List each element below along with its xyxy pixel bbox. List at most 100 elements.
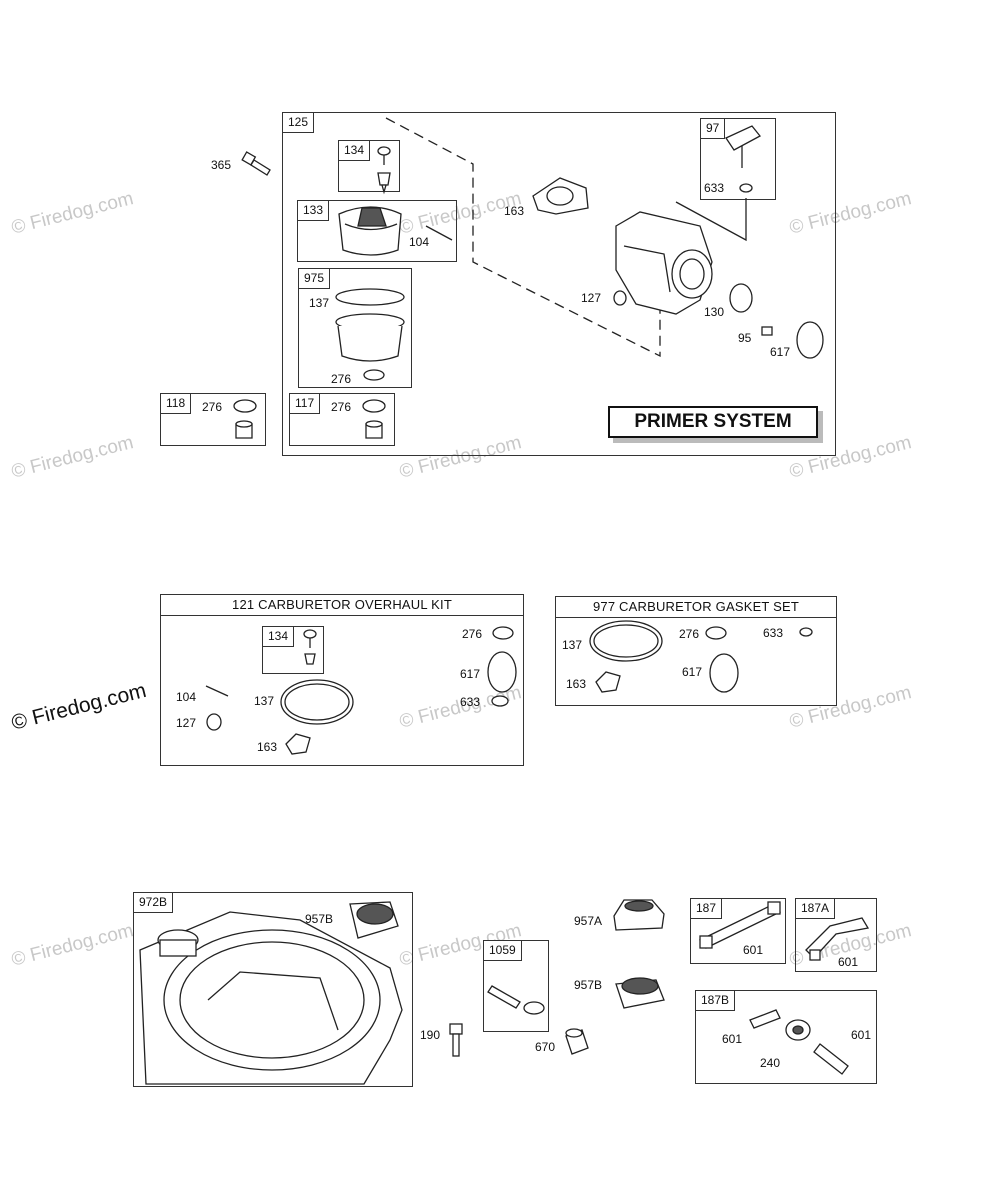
part-label: 95 — [738, 331, 752, 345]
fuel-line-187A-icon — [805, 917, 870, 961]
part-label: 957B — [305, 912, 334, 926]
fuel-tank-972B-icon — [139, 901, 403, 1085]
needle-valve-kit-icon — [303, 629, 317, 665]
part-label: 130 — [704, 305, 725, 319]
spacer-670-icon — [565, 1028, 589, 1055]
assembly-line — [675, 198, 747, 242]
part-label: 276 — [679, 627, 700, 641]
fuel-cap-957B-icon — [615, 977, 665, 1009]
washer-633-icon — [491, 695, 509, 707]
pin-104-icon — [205, 685, 229, 697]
part-label: 633 — [763, 626, 784, 640]
part-label: 240 — [760, 1056, 781, 1070]
box-977-gasket-set: 977 CARBURETOR GASKET SET — [555, 596, 837, 706]
part-label: 276 — [331, 372, 352, 386]
fuel-bowl-975-icon — [335, 288, 405, 381]
part-label: 276 — [331, 400, 352, 414]
fitting-117-icon — [362, 399, 386, 439]
bolt-365-icon — [241, 151, 271, 176]
gasket-163-kit-icon — [285, 733, 311, 755]
box-125: 125 — [282, 112, 836, 456]
fuel-line-187B-icon — [749, 1009, 849, 1075]
part-label: 127 — [581, 291, 602, 305]
box-id: 1059 — [484, 941, 522, 961]
part-label: 137 — [254, 694, 275, 708]
o-ring-137-icon — [280, 679, 354, 725]
box-id: 187 — [691, 899, 723, 919]
part-label: 633 — [704, 181, 725, 195]
section-title: PRIMER SYSTEM — [608, 406, 818, 438]
primer-97-icon — [725, 125, 761, 193]
box-118: 118 — [160, 393, 266, 446]
gasket-163-set-icon — [595, 671, 621, 693]
part-label: 670 — [535, 1040, 556, 1054]
box-id: 972B — [134, 893, 174, 913]
box-187A: 187A — [795, 898, 877, 972]
part-label: 137 — [309, 296, 330, 310]
part-label: 276 — [462, 627, 483, 641]
part-label: 957B — [574, 978, 603, 992]
o-ring-617-set-icon — [709, 653, 739, 693]
screw-95-icon — [761, 326, 773, 336]
box-133: 133 — [297, 200, 457, 262]
box-1059: 1059 — [483, 940, 549, 1032]
part-label: 601 — [838, 955, 859, 969]
part-label: 104 — [409, 235, 430, 249]
assembly-line — [385, 117, 661, 358]
box-id: 134 — [339, 141, 371, 161]
o-ring-617-kit-icon — [487, 651, 517, 693]
gasket-163-icon — [532, 177, 589, 215]
washer-276-icon — [492, 626, 514, 640]
washer-276-set-icon — [705, 626, 727, 640]
bolt-190-icon — [449, 1023, 463, 1057]
part-label: 957A — [574, 914, 603, 928]
box-97: 97 — [700, 118, 776, 200]
box-187: 187 — [690, 898, 786, 964]
fuel-line-187-icon — [699, 901, 781, 949]
fitting-1059-icon — [487, 985, 545, 1015]
part-label: 163 — [257, 740, 278, 754]
box-187B: 187B — [695, 990, 877, 1084]
part-label: 617 — [682, 665, 703, 679]
box-id: 187B — [696, 991, 736, 1011]
part-label: 617 — [460, 667, 481, 681]
box-id: 187A — [796, 899, 836, 919]
part-label: 601 — [743, 943, 764, 957]
plug-127-icon — [206, 713, 222, 731]
o-ring-617-icon — [796, 321, 824, 359]
part-label: 127 — [176, 716, 197, 730]
box-id: 125 — [283, 113, 315, 133]
box-id: 133 — [298, 201, 330, 221]
box-121-overhaul-kit: 121 CARBURETOR OVERHAUL KIT — [160, 594, 524, 766]
part-label: 163 — [504, 204, 525, 218]
part-label: 365 — [211, 158, 232, 172]
part-label: 601 — [722, 1032, 743, 1046]
needle-valve-134-icon — [377, 146, 391, 195]
box-134-kit: 134 — [262, 626, 324, 674]
part-label: 190 — [420, 1028, 441, 1042]
part-label: 617 — [770, 345, 791, 359]
o-ring-137-set-icon — [589, 620, 663, 662]
float-133-icon — [338, 206, 453, 256]
part-label: 104 — [176, 690, 197, 704]
fitting-118-icon — [233, 399, 257, 439]
part-label: 276 — [202, 400, 223, 414]
part-label: 137 — [562, 638, 583, 652]
carburetor-body-icon — [613, 211, 713, 315]
plate-130-icon — [729, 283, 753, 313]
box-117: 117 — [289, 393, 395, 446]
fuel-cap-957A-icon — [613, 899, 665, 931]
box-id: 97 — [701, 119, 726, 139]
box-id: 117 — [290, 394, 321, 414]
washer-633-set-icon — [799, 627, 813, 637]
kit-title: 121 CARBURETOR OVERHAUL KIT — [161, 595, 523, 616]
box-975: 975 — [298, 268, 412, 388]
box-id: 134 — [263, 627, 295, 647]
kit-title: 977 CARBURETOR GASKET SET — [556, 597, 836, 618]
part-label: 633 — [460, 695, 481, 709]
box-id: 975 — [299, 269, 331, 289]
box-134: 134 — [338, 140, 400, 192]
part-label: 163 — [566, 677, 587, 691]
